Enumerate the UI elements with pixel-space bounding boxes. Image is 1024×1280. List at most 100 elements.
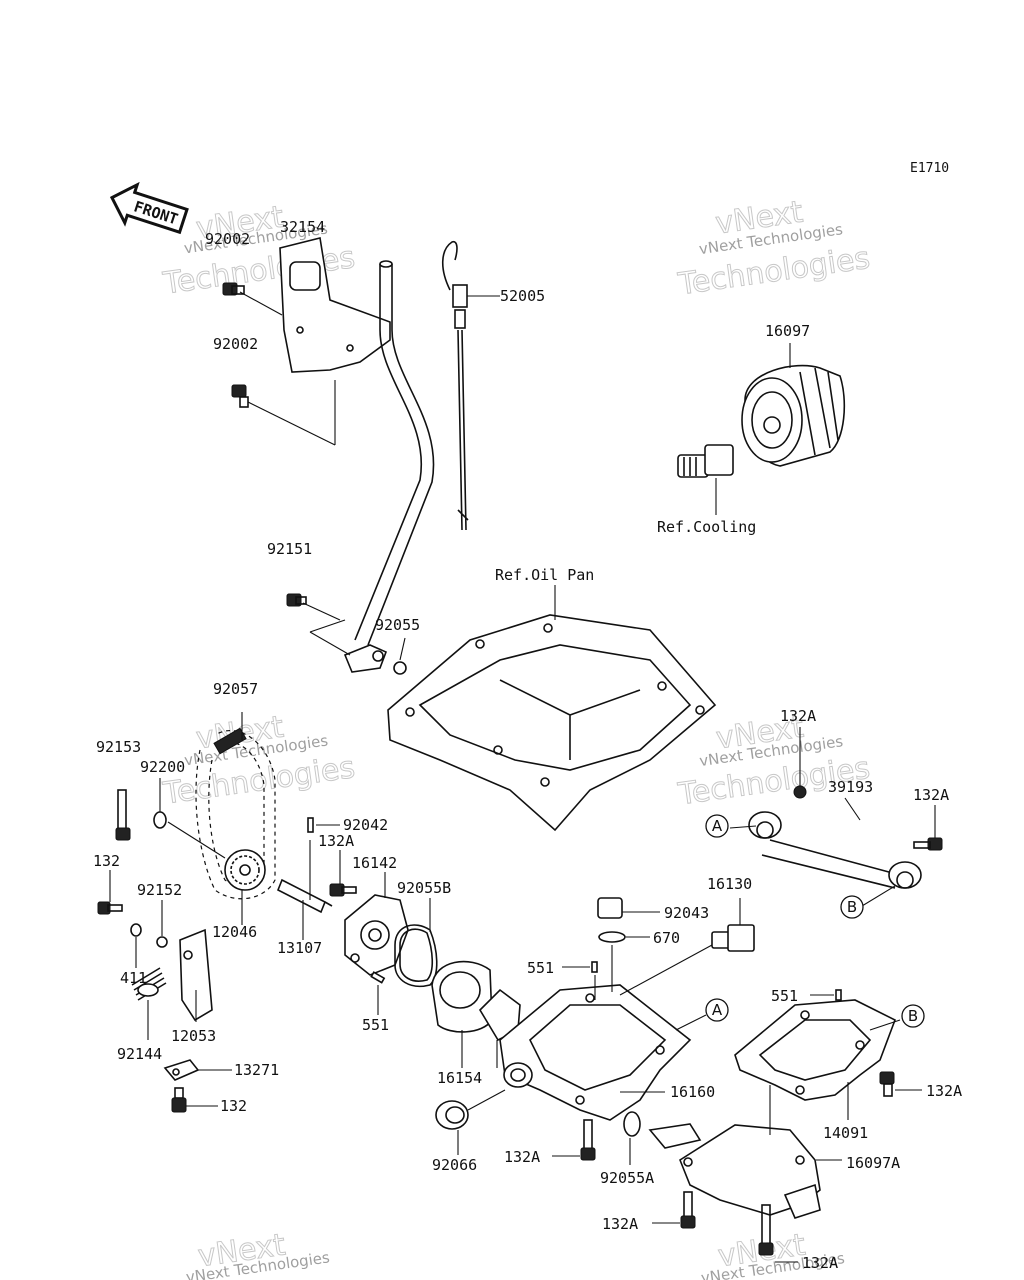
part-label-92152: 92152 xyxy=(137,881,182,899)
bolt-132-bottom xyxy=(171,1087,187,1113)
bolt-92002-mid xyxy=(231,384,249,408)
watermark-mid-left: vNext Technologies vNext Technologies xyxy=(160,709,358,812)
drive-chain-92057 xyxy=(195,727,276,900)
pin-551-pump xyxy=(370,971,386,984)
watermark-top-right: vNext Technologies vNext Technologies xyxy=(675,194,873,303)
oil-filter-16097 xyxy=(741,364,846,467)
collar-92043 xyxy=(597,897,623,919)
bolt-132A-lowleft xyxy=(680,1191,696,1229)
part-label-132A-right: 132A xyxy=(926,1082,962,1100)
bolt-132A-right xyxy=(879,1071,895,1097)
part-label-52005: 52005 xyxy=(500,287,545,305)
part-label-14091: 14091 xyxy=(823,1124,868,1142)
part-label-92144: 92144 xyxy=(117,1045,162,1063)
pin-551-mid xyxy=(591,961,598,973)
part-label-132A-lowright: 132A xyxy=(802,1254,838,1272)
part-label-670: 670 xyxy=(653,929,680,947)
o-ring-670 xyxy=(598,931,626,943)
dipstick-52005 xyxy=(441,240,469,531)
part-label-132A-lowleft: 132A xyxy=(602,1215,638,1233)
pump-body-16142 xyxy=(344,894,409,976)
part-label-16097A: 16097A xyxy=(846,1154,900,1172)
part-label-13107: 13107 xyxy=(277,939,322,957)
part-label-16154: 16154 xyxy=(437,1069,482,1087)
sprocket-12046 xyxy=(224,849,266,891)
bolt-132A-pipe-right xyxy=(913,837,943,851)
bolt-92153 xyxy=(115,789,131,841)
bolt-92002-top xyxy=(222,282,245,296)
callout-b-cover: B xyxy=(901,1004,925,1028)
part-label-32154: 32154 xyxy=(280,218,325,236)
washer-411 xyxy=(130,923,142,937)
oil-pipe xyxy=(343,260,435,673)
svg-text:A: A xyxy=(712,1001,723,1019)
shaft-13107 xyxy=(276,878,333,914)
part-label-12053: 12053 xyxy=(171,1027,216,1045)
part-label-92002-mid: 92002 xyxy=(213,335,258,353)
bracket-32154 xyxy=(279,237,391,373)
sensor-16130 xyxy=(711,924,755,952)
part-label-132A-pipe: 132A xyxy=(780,707,816,725)
part-label-12046: 12046 xyxy=(212,923,257,941)
watermark-bottom-left: vNext Technologies vNext xyxy=(185,1227,331,1280)
bolt-132-left xyxy=(97,901,123,915)
part-label-92066: 92066 xyxy=(432,1156,477,1174)
filter-fitting xyxy=(677,444,734,478)
part-label-132-left: 132 xyxy=(93,852,120,870)
bolt-132A-pump xyxy=(329,883,357,897)
gasket-92055B xyxy=(394,924,438,987)
oil-pan-reference xyxy=(387,614,717,832)
strainer-16097A xyxy=(648,1123,821,1219)
front-arrow-icon: FRONT xyxy=(109,181,189,235)
part-label-132A-pipe-right: 132A xyxy=(913,786,949,804)
part-label-92055A: 92055A xyxy=(600,1169,654,1187)
part-label-92200: 92200 xyxy=(140,758,185,776)
part-label-16130: 16130 xyxy=(707,875,752,893)
part-label-92057: 92057 xyxy=(213,680,258,698)
bracket-13271 xyxy=(163,1059,200,1081)
part-label-92153: 92153 xyxy=(96,738,141,756)
svg-text:B: B xyxy=(908,1007,918,1025)
ref-oil-pan-label: Ref.Oil Pan xyxy=(495,566,594,584)
pump-cover-16160 xyxy=(499,984,692,1121)
pipe-39193 xyxy=(748,811,922,889)
part-label-132-bottom: 132 xyxy=(220,1097,247,1115)
pin-92042 xyxy=(307,817,314,833)
part-label-132A-bottom: 132A xyxy=(504,1148,540,1166)
pin-551-right xyxy=(835,989,842,1001)
diagram-code: E1710 xyxy=(910,161,949,176)
svg-text:B: B xyxy=(847,898,857,916)
part-label-92002-top: 92002 xyxy=(205,230,250,248)
part-label-92151: 92151 xyxy=(267,540,312,558)
washer-92200 xyxy=(153,811,167,829)
callout-a-pipe: A xyxy=(705,814,729,838)
seal-92066 xyxy=(435,1100,469,1130)
part-label-92055B: 92055B xyxy=(397,879,451,897)
bolt-92151 xyxy=(286,593,307,607)
callout-b-pipe: B xyxy=(840,895,864,919)
part-label-16097: 16097 xyxy=(765,322,810,340)
plate-12053 xyxy=(179,928,213,1022)
callout-a-cover: A xyxy=(705,998,729,1022)
part-label-551-right: 551 xyxy=(771,987,798,1005)
bolt-132A-lowright xyxy=(758,1204,774,1256)
part-label-92042: 92042 xyxy=(343,816,388,834)
part-label-16142: 16142 xyxy=(352,854,397,872)
o-ring-92055A xyxy=(623,1111,641,1137)
o-ring-92055 xyxy=(393,661,407,675)
bolt-132A-bottom xyxy=(580,1119,596,1161)
cover-14091 xyxy=(734,999,897,1101)
part-label-39193: 39193 xyxy=(828,778,873,796)
part-label-13271: 13271 xyxy=(234,1061,279,1079)
rotor-16154 xyxy=(431,960,521,1042)
part-label-132A-pump: 132A xyxy=(318,832,354,850)
part-label-92055: 92055 xyxy=(375,616,420,634)
part-label-92043: 92043 xyxy=(664,904,709,922)
part-label-16160: 16160 xyxy=(670,1083,715,1101)
relief-spring-92144 xyxy=(131,967,167,1001)
part-label-551-pump: 551 xyxy=(362,1016,389,1034)
ref-cooling-label: Ref.Cooling xyxy=(657,518,756,536)
nut-92152 xyxy=(156,936,168,948)
part-label-411: 411 xyxy=(120,969,147,987)
